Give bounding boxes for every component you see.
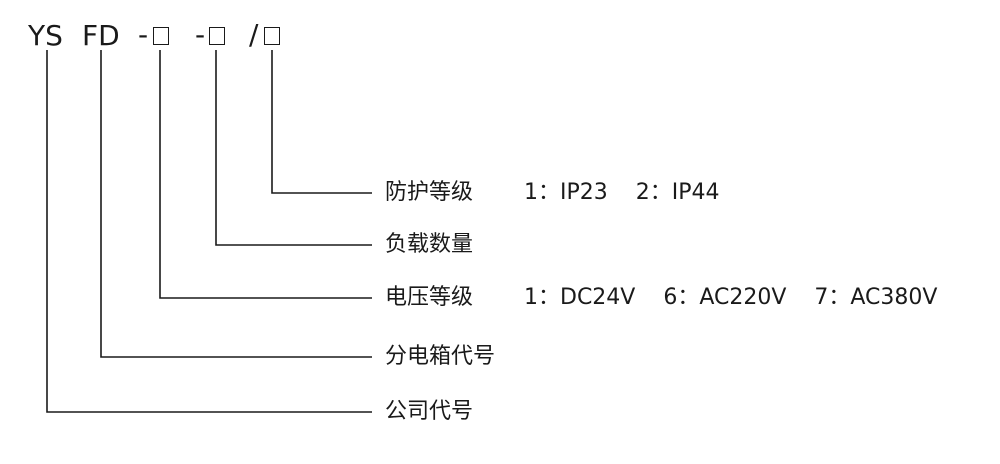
label-protection-grade: 防护等级 — [385, 180, 474, 205]
code-dash-2: - — [195, 18, 206, 51]
leader-company — [46, 50, 372, 413]
code-fd: FD — [82, 19, 120, 52]
code-box-voltage — [153, 27, 169, 45]
label-company-code: 公司代号 — [385, 399, 474, 424]
code-dash-1: - — [138, 18, 149, 51]
code-ys: YS — [28, 19, 63, 52]
options-protection-grade: 1：IP23 2：IP44 — [524, 180, 720, 205]
code-box-protection — [264, 27, 280, 45]
label-box-code: 分电箱代号 — [385, 344, 496, 369]
leader-load — [215, 50, 372, 246]
label-voltage-grade: 电压等级 — [385, 285, 474, 310]
options-voltage-grade: 1：DC24V 6：AC220V 7：AC380V — [524, 285, 938, 310]
leader-protection — [271, 50, 372, 194]
code-box-load — [209, 27, 225, 45]
code-slash: / — [249, 18, 259, 51]
label-load-count: 负载数量 — [385, 232, 474, 257]
leader-voltage — [159, 50, 372, 299]
leader-box-code — [100, 50, 372, 358]
